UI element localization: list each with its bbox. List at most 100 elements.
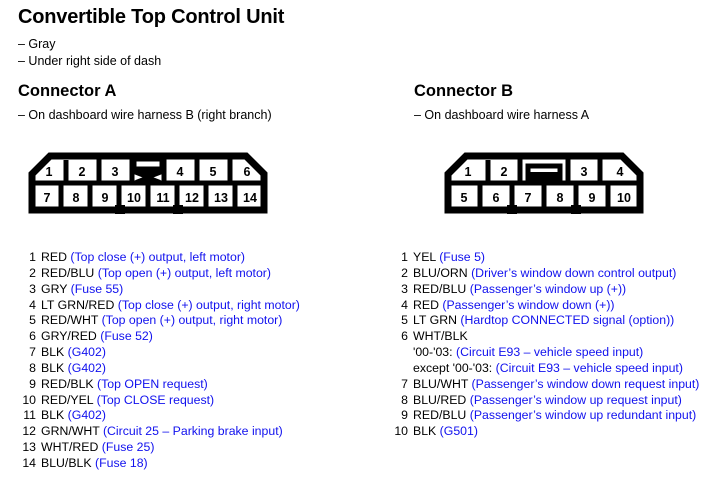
connector-b-latch-icon xyxy=(525,163,563,181)
pin-description: LT GRN (Hardtop CONNECTED signal (option… xyxy=(413,313,674,329)
pin-number: 7 xyxy=(29,345,36,360)
circuit-function: (Fuse 5) xyxy=(435,250,485,264)
circuit-function: (Driver’s window down control output) xyxy=(467,265,677,280)
pin-description: WHT/RED (Fuse 25) xyxy=(41,440,154,456)
note-color: – Gray xyxy=(18,37,56,51)
wire-color-code: BLU/RED xyxy=(413,392,467,407)
pin-list-row: 3 RED/BLU (Passenger’s window up (+)) xyxy=(388,282,699,298)
pin-number: 9 xyxy=(401,408,408,423)
connector-b-top-labels: 1 2 3 4 xyxy=(465,165,624,179)
wire-color-code: BLU/WHT xyxy=(413,376,469,391)
circuit-function: (Circuit E93 – vehicle speed input) xyxy=(492,360,683,375)
pin-label: 12 xyxy=(185,191,199,205)
pin-description: YEL (Fuse 5) xyxy=(413,250,485,266)
circuit-function: (Top close (+) output, right motor) xyxy=(114,297,300,312)
pin-list-row: 2 RED/BLU (Top open (+) output, left moto… xyxy=(16,266,300,282)
pin-label: 1 xyxy=(46,165,53,179)
connector-a-diagram: 1 2 3 4 5 6 7 8 9 10 11 12 13 14 xyxy=(28,152,268,214)
connector-b-pin-list: 1 YEL (Fuse 5) 2 BLU/ORN (Driver’s window d… xyxy=(388,250,699,440)
pin-number: 7 xyxy=(401,376,408,391)
wire-color-code: GRY/RED xyxy=(41,329,97,344)
pin-description: RED/BLU (Top open (+) output, left motor… xyxy=(41,266,271,282)
pin-label: 2 xyxy=(501,165,508,179)
connector-b-heading: Connector B xyxy=(414,82,513,100)
wire-color-code: RED xyxy=(41,250,67,264)
wire-color-code: BLK xyxy=(41,360,65,375)
pin-list-row: 7 BLU/WHT (Passenger’s window down reques… xyxy=(388,377,699,393)
page-title: Convertible Top Control Unit xyxy=(18,6,285,28)
pin-number: 2 xyxy=(29,265,36,280)
pin-description: RED (Top close (+) output, left motor) xyxy=(41,250,245,266)
pin-list-row: 8 BLU/RED (Passenger’s window up request … xyxy=(388,393,699,409)
pin-list-row: 2 BLU/ORN (Driver’s window down control o… xyxy=(388,266,699,282)
pin-list-row: 11 BLK (G402) xyxy=(16,408,300,424)
pin-number: 4 xyxy=(29,297,36,312)
pin-number: 8 xyxy=(29,360,36,375)
connector-a-retention-tabs xyxy=(115,205,183,214)
pin-label: 7 xyxy=(525,191,532,205)
pin-label: 1 xyxy=(465,165,472,179)
wire-color-code: RED/BLU xyxy=(413,281,467,296)
circuit-function: (G402) xyxy=(64,360,106,375)
pin-number: 2 xyxy=(401,265,408,280)
pin-number: 6 xyxy=(401,329,408,344)
pin-label: 14 xyxy=(243,191,257,205)
pin-list-row: 9 RED/BLU (Passenger’s window up redundan… xyxy=(388,408,699,424)
pin-label: 4 xyxy=(177,165,184,179)
pin-number: 11 xyxy=(23,408,36,423)
wire-color-code: RED/BLU xyxy=(413,408,467,423)
pin-number: 9 xyxy=(29,376,36,391)
pin-label: 13 xyxy=(214,191,228,205)
pin-number: 3 xyxy=(401,281,408,296)
connector-b-diagram: 1 2 3 4 5 6 7 8 9 10 xyxy=(444,152,644,214)
pin-number: 4 xyxy=(401,297,408,312)
pin-label: 10 xyxy=(127,191,141,205)
pin-label: 5 xyxy=(210,165,217,179)
pin-variant-row: except '00-'03: (Circuit E93 – vehicle s… xyxy=(388,361,699,377)
wire-color-code: RED/BLU xyxy=(41,265,95,280)
circuit-function: (Passenger’s window up request input) xyxy=(466,392,682,407)
pin-number: 8 xyxy=(401,392,408,407)
pin-number: 10 xyxy=(22,392,36,407)
pin-description: RED/BLU (Passenger’s window up (+)) xyxy=(413,282,626,298)
pin-number: 1 xyxy=(401,250,408,264)
pin-list-row: 4 RED (Passenger’s window down (+)) xyxy=(388,298,699,314)
wire-color-code: BLU/BLK xyxy=(41,455,92,470)
pin-label: 9 xyxy=(589,191,596,205)
wire-color-code: GRN/WHT xyxy=(41,424,100,439)
pin-label: 3 xyxy=(581,165,588,179)
circuit-function: (Top OPEN request) xyxy=(93,376,208,391)
model-year-qualifier: except '00-'03: xyxy=(413,360,493,375)
connector-b-top-dividers xyxy=(485,157,603,183)
wire-color-code: WHT/RED xyxy=(41,440,99,455)
wire-color-code: BLK xyxy=(413,424,437,439)
pin-description: BLK (G402) xyxy=(41,345,106,361)
pin-label: 7 xyxy=(44,191,51,205)
pin-description: BLK (G402) xyxy=(41,408,106,424)
pin-description: RED/BLU (Passenger’s window up redundant… xyxy=(413,408,696,424)
wire-color-code: BLK xyxy=(41,408,65,423)
connector-a-latch-icon xyxy=(131,156,165,184)
wire-color-code: GRY xyxy=(41,281,68,296)
circuit-function: (Circuit 25 – Parking brake input) xyxy=(99,424,283,439)
pin-description: BLU/WHT (Passenger’s window down request… xyxy=(413,377,699,393)
pin-description: BLK (G402) xyxy=(41,361,106,377)
circuit-function: (Top open (+) output, left motor) xyxy=(94,265,271,280)
pin-description: GRY (Fuse 55) xyxy=(41,282,123,298)
pin-description: RED (Passenger’s window down (+)) xyxy=(413,298,615,314)
circuit-function: (Top open (+) output, right motor) xyxy=(98,313,283,328)
circuit-function: (G402) xyxy=(64,408,106,423)
pin-description: BLU/ORN (Driver’s window down control ou… xyxy=(413,266,676,282)
